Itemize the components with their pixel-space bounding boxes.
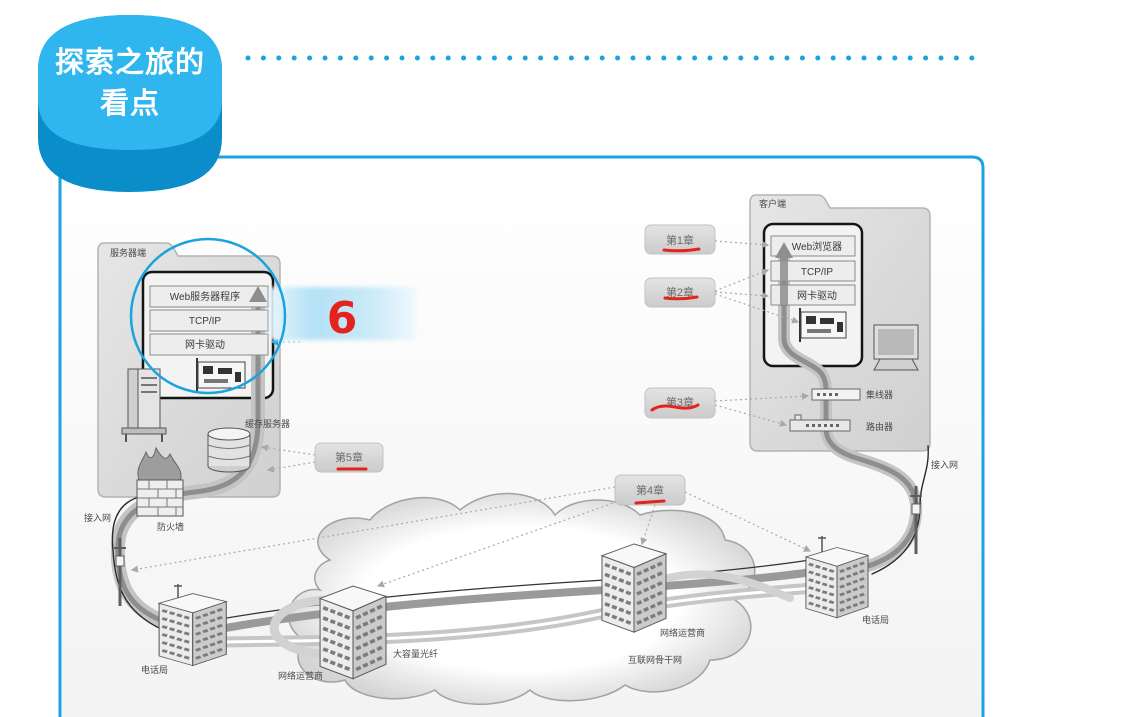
- highlight-circle: [129, 237, 287, 395]
- redacted-chapter-area: [270, 287, 416, 340]
- handwritten-annotation: 6: [327, 293, 358, 344]
- chapter-1-label: 第1章: [666, 233, 694, 247]
- database-icon: [207, 427, 251, 473]
- client-panel-title: 客户端: [759, 198, 786, 209]
- badge-title-line2: 看点: [100, 87, 160, 120]
- utility-pole-icon-left: [114, 538, 126, 606]
- server-access-wire: [111, 495, 169, 633]
- red-underline: [662, 247, 701, 253]
- badge-title-line1: 探索之旅的: [55, 45, 205, 79]
- section-badge: 探索之旅的 看点: [38, 15, 222, 192]
- router-label: 路由器: [866, 421, 893, 432]
- firewall-label: 防火墙: [157, 521, 184, 532]
- network-card-icon: [799, 308, 847, 342]
- up-arrow-icon: [249, 286, 267, 302]
- left-operator-label: 网络运营商: [278, 670, 323, 681]
- server-panel-title: 服务器端: [110, 247, 146, 258]
- backbone-label: 互联网骨干网: [628, 655, 682, 665]
- left-phone-office-label: 电话局: [141, 664, 168, 675]
- server-stack-nic-driver: 网卡驱动: [185, 338, 225, 351]
- fiber-label: 大容量光纤: [393, 648, 438, 659]
- chapter-badge-5: 第5章: [314, 442, 384, 473]
- chapter-4-label: 第4章: [636, 483, 664, 497]
- hub-label: 集线器: [866, 389, 893, 400]
- chapter-badge-2: 第2章: [644, 277, 716, 308]
- chapter-badge-1: 第1章: [644, 224, 716, 255]
- chapter-5-label: 第5章: [335, 450, 363, 464]
- hub-icon: [811, 388, 861, 401]
- red-underline: [634, 499, 666, 505]
- building-icon-left-phone-office: [157, 584, 229, 668]
- up-arrow-icon: [775, 242, 793, 258]
- firewall-icon: [136, 446, 184, 517]
- client-stack-web-browser: Web浏览器: [792, 240, 842, 253]
- chapter-badge-4: 第4章: [614, 474, 686, 506]
- monitor-icon: [873, 324, 919, 371]
- client-stack-tcpip: TCP/IP: [801, 267, 834, 278]
- cache-server-label: 缓存服务器: [245, 418, 290, 429]
- client-stack: Web浏览器 TCP/IP 网卡驱动: [770, 235, 856, 342]
- chapter-2-label: 第2章: [666, 285, 694, 299]
- client-stack-nic-driver: 网卡驱动: [797, 289, 837, 302]
- backbone-cable-dark: [211, 568, 816, 634]
- right-operator-label: 网络运营商: [660, 627, 705, 638]
- red-underline: [663, 295, 699, 301]
- server-tower-icon: [121, 368, 167, 442]
- server-stack-web-server: Web服务器程序: [170, 290, 240, 303]
- utility-pole-icon-right: [910, 486, 922, 554]
- router-icon: [789, 414, 851, 432]
- server-stack-tcpip: TCP/IP: [189, 316, 222, 327]
- server-access-network-label: 接入网: [84, 512, 111, 523]
- red-underline: [650, 403, 700, 412]
- building-icon-right-operator: [600, 542, 668, 634]
- building-icon-left-operator: [318, 584, 388, 681]
- chapter-badge-3: 第3章: [644, 387, 716, 419]
- client-access-network-label: 接入网: [931, 459, 958, 470]
- right-phone-office-label: 电话局: [862, 614, 889, 625]
- network-card-icon: [196, 358, 246, 392]
- server-stack: Web服务器程序 TCP/IP 网卡驱动: [149, 285, 269, 392]
- building-icon-right-phone-office: [804, 536, 870, 620]
